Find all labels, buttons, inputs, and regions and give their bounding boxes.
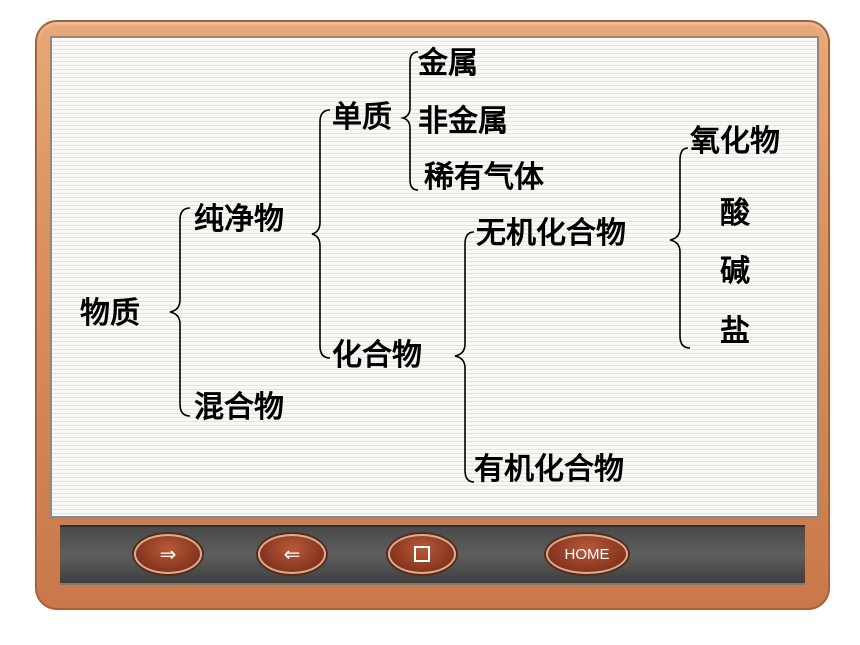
- brace-pure: [311, 109, 331, 359]
- arrow-left-icon: ⇐: [283, 542, 301, 566]
- lined-board: [50, 36, 819, 518]
- next-button[interactable]: ⇒: [134, 534, 202, 574]
- node-element: 单质: [332, 100, 392, 135]
- node-inorganic: 无机化合物: [476, 216, 626, 251]
- node-compound: 化合物: [332, 338, 422, 373]
- node-mixture: 混合物: [194, 390, 284, 425]
- node-noble-gas: 稀有气体: [424, 160, 544, 195]
- stop-button[interactable]: [388, 534, 456, 574]
- node-oxide: 氧化物: [690, 124, 780, 159]
- node-nonmetal: 非金属: [418, 104, 508, 139]
- brace-inorganic: [669, 147, 691, 349]
- node-acid: 酸: [720, 196, 750, 231]
- square-icon: [414, 546, 430, 562]
- node-root: 物质: [80, 296, 140, 331]
- brace-element: [400, 51, 419, 191]
- prev-button[interactable]: ⇐: [258, 534, 326, 574]
- arrow-right-icon: ⇒: [159, 542, 177, 566]
- node-pure: 纯净物: [194, 202, 284, 237]
- brace-root: [169, 207, 191, 417]
- node-salt: 盐: [720, 314, 750, 349]
- node-metal: 金属: [418, 46, 478, 81]
- node-organic: 有机化合物: [474, 452, 624, 487]
- home-label: HOME: [564, 545, 610, 563]
- node-base: 碱: [720, 254, 750, 289]
- home-button[interactable]: HOME: [546, 534, 628, 574]
- brace-compound: [454, 231, 475, 483]
